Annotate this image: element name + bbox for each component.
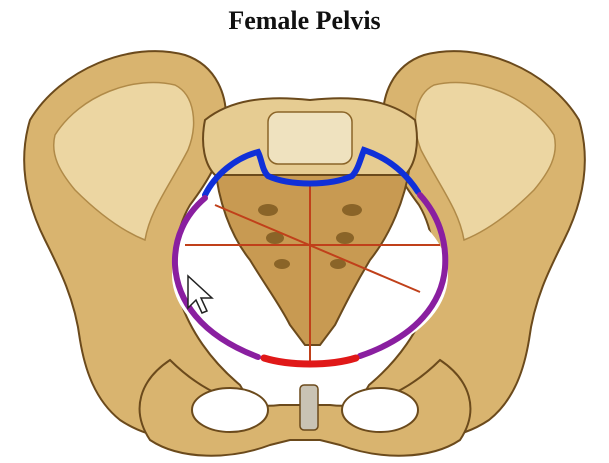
left-obturator-foramen [192, 388, 268, 432]
pubic-symphysis [300, 385, 318, 430]
sacral-foramen [274, 259, 290, 269]
sacral-foramen [342, 204, 362, 216]
vertebral-body [268, 112, 352, 164]
right-obturator-foramen [342, 388, 418, 432]
sacral-foramen [336, 232, 354, 244]
sacral-foramen [258, 204, 278, 216]
